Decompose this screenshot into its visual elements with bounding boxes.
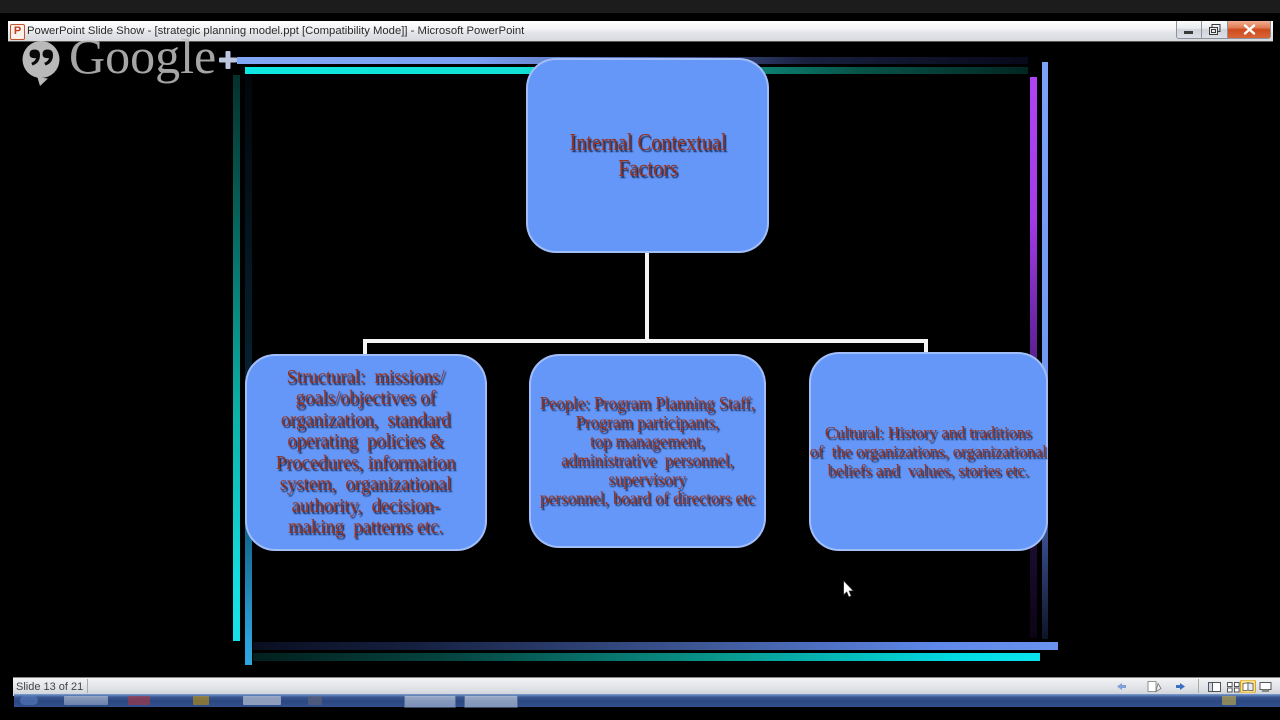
svg-text:Google: Google <box>69 36 216 84</box>
